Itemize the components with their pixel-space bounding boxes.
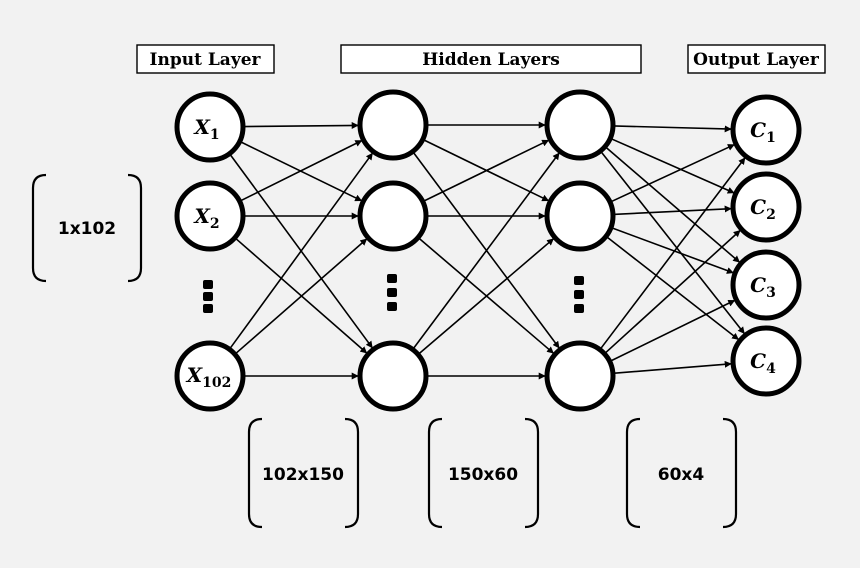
- input-node-1-sub: 1: [210, 127, 220, 143]
- edge-l3-1-to-1: [612, 125, 732, 133]
- output-layer-title-text: Output Layer: [693, 50, 820, 70]
- hidden2-node-2: [544, 180, 616, 252]
- hidden-layers-title-text: Hidden Layers: [422, 50, 560, 70]
- hidden-layer-2: [544, 89, 616, 412]
- output-node-2-base: C: [750, 195, 766, 219]
- edge-l3-2-to-1: [609, 143, 735, 203]
- output-node-1-base: C: [750, 118, 766, 142]
- output-node-4-sub: 4: [766, 361, 776, 377]
- svg-text:C4: C4: [750, 349, 776, 377]
- weights-3-dimension-label: 60x4: [658, 465, 705, 485]
- edge-l2-2-to-3: [417, 236, 554, 354]
- edge-l1-3-to-2: [234, 238, 368, 355]
- edge-l2-3-to-1: [412, 152, 560, 350]
- output-node-1: C1: [730, 94, 802, 166]
- output-node-3-base: C: [750, 273, 766, 297]
- edge-l2-3-to-2: [417, 238, 554, 356]
- svg-text:X2: X2: [192, 204, 219, 232]
- input-node-1-base: X: [192, 115, 211, 139]
- hidden1-node-n: [357, 340, 429, 412]
- edge-l3-1-to-3: [604, 145, 741, 263]
- output-layer: C1 C2 C3 C4: [730, 94, 802, 397]
- connections: [228, 121, 746, 380]
- output-node-4-base: C: [750, 349, 766, 373]
- hidden2-ellipsis: [574, 276, 584, 313]
- svg-text:C2: C2: [750, 195, 776, 223]
- edge-l1-3-to-1: [228, 152, 374, 350]
- edge-l1-2-to-1: [239, 139, 363, 203]
- weights-3-dimension: 60x4: [625, 417, 738, 529]
- svg-text:C1: C1: [750, 118, 776, 146]
- edge-l3-3-to-3: [609, 299, 736, 363]
- edge-l3-2-to-2: [612, 205, 732, 216]
- input-node-102-base: X: [185, 363, 204, 387]
- weights-1-dimension-label: 102x150: [262, 465, 344, 485]
- output-node-3-sub: 3: [766, 285, 776, 301]
- edge-l3-3-to-4: [612, 360, 732, 375]
- output-layer-title: Output Layer: [687, 44, 826, 74]
- edge-l1-2-to-3: [234, 237, 368, 354]
- weights-2-dimension: 150x60: [427, 417, 540, 529]
- output-node-1-sub: 1: [766, 130, 776, 146]
- hidden1-node-1: [357, 89, 429, 161]
- weights-1-dimension: 102x150: [247, 417, 360, 529]
- input-node-1: X1: [174, 91, 246, 163]
- input-node-2-base: X: [192, 204, 211, 228]
- svg-text:X1: X1: [192, 115, 219, 143]
- input-node-102-sub: 102: [202, 375, 231, 391]
- edge-l3-2-to-3: [610, 226, 734, 274]
- input-layer: X1 X2 X102: [174, 91, 246, 412]
- output-node-2-sub: 2: [766, 207, 776, 223]
- edge-l3-1-to-4: [599, 150, 745, 335]
- hidden2-node-n: [544, 340, 616, 412]
- svg-text:C3: C3: [750, 273, 776, 301]
- hidden1-ellipsis: [387, 274, 397, 311]
- output-node-3: C3: [730, 249, 802, 321]
- input-layer-title-text: Input Layer: [150, 50, 262, 70]
- edge-l2-2-to-1: [422, 139, 550, 203]
- input-ellipsis: [203, 280, 213, 313]
- input-node-2: X2: [174, 180, 246, 252]
- hidden-layers-title: Hidden Layers: [340, 44, 642, 74]
- edge-l2-1-to-2: [422, 138, 550, 202]
- input-dimension: 1x102: [31, 173, 143, 283]
- edge-l3-2-to-4: [605, 235, 739, 341]
- input-node-102: X102: [174, 340, 246, 412]
- edge-l3-3-to-1: [599, 157, 746, 351]
- edge-l3-1-to-2: [609, 137, 735, 194]
- output-node-4: C4: [730, 325, 802, 397]
- edge-l2-1-to-3: [412, 151, 560, 349]
- hidden1-node-2: [357, 180, 429, 252]
- weights-2-dimension-label: 150x60: [448, 465, 518, 485]
- input-node-2-sub: 2: [210, 216, 220, 232]
- edge-l1-1-to-1: [242, 121, 359, 129]
- input-dimension-label: 1x102: [58, 219, 116, 239]
- input-layer-title: Input Layer: [136, 44, 275, 74]
- hidden2-node-1: [544, 89, 616, 161]
- svg-text:X102: X102: [185, 363, 232, 391]
- edge-l3-3-to-2: [603, 229, 741, 355]
- output-node-2: C2: [730, 171, 802, 243]
- hidden-layer-1: [357, 89, 429, 412]
